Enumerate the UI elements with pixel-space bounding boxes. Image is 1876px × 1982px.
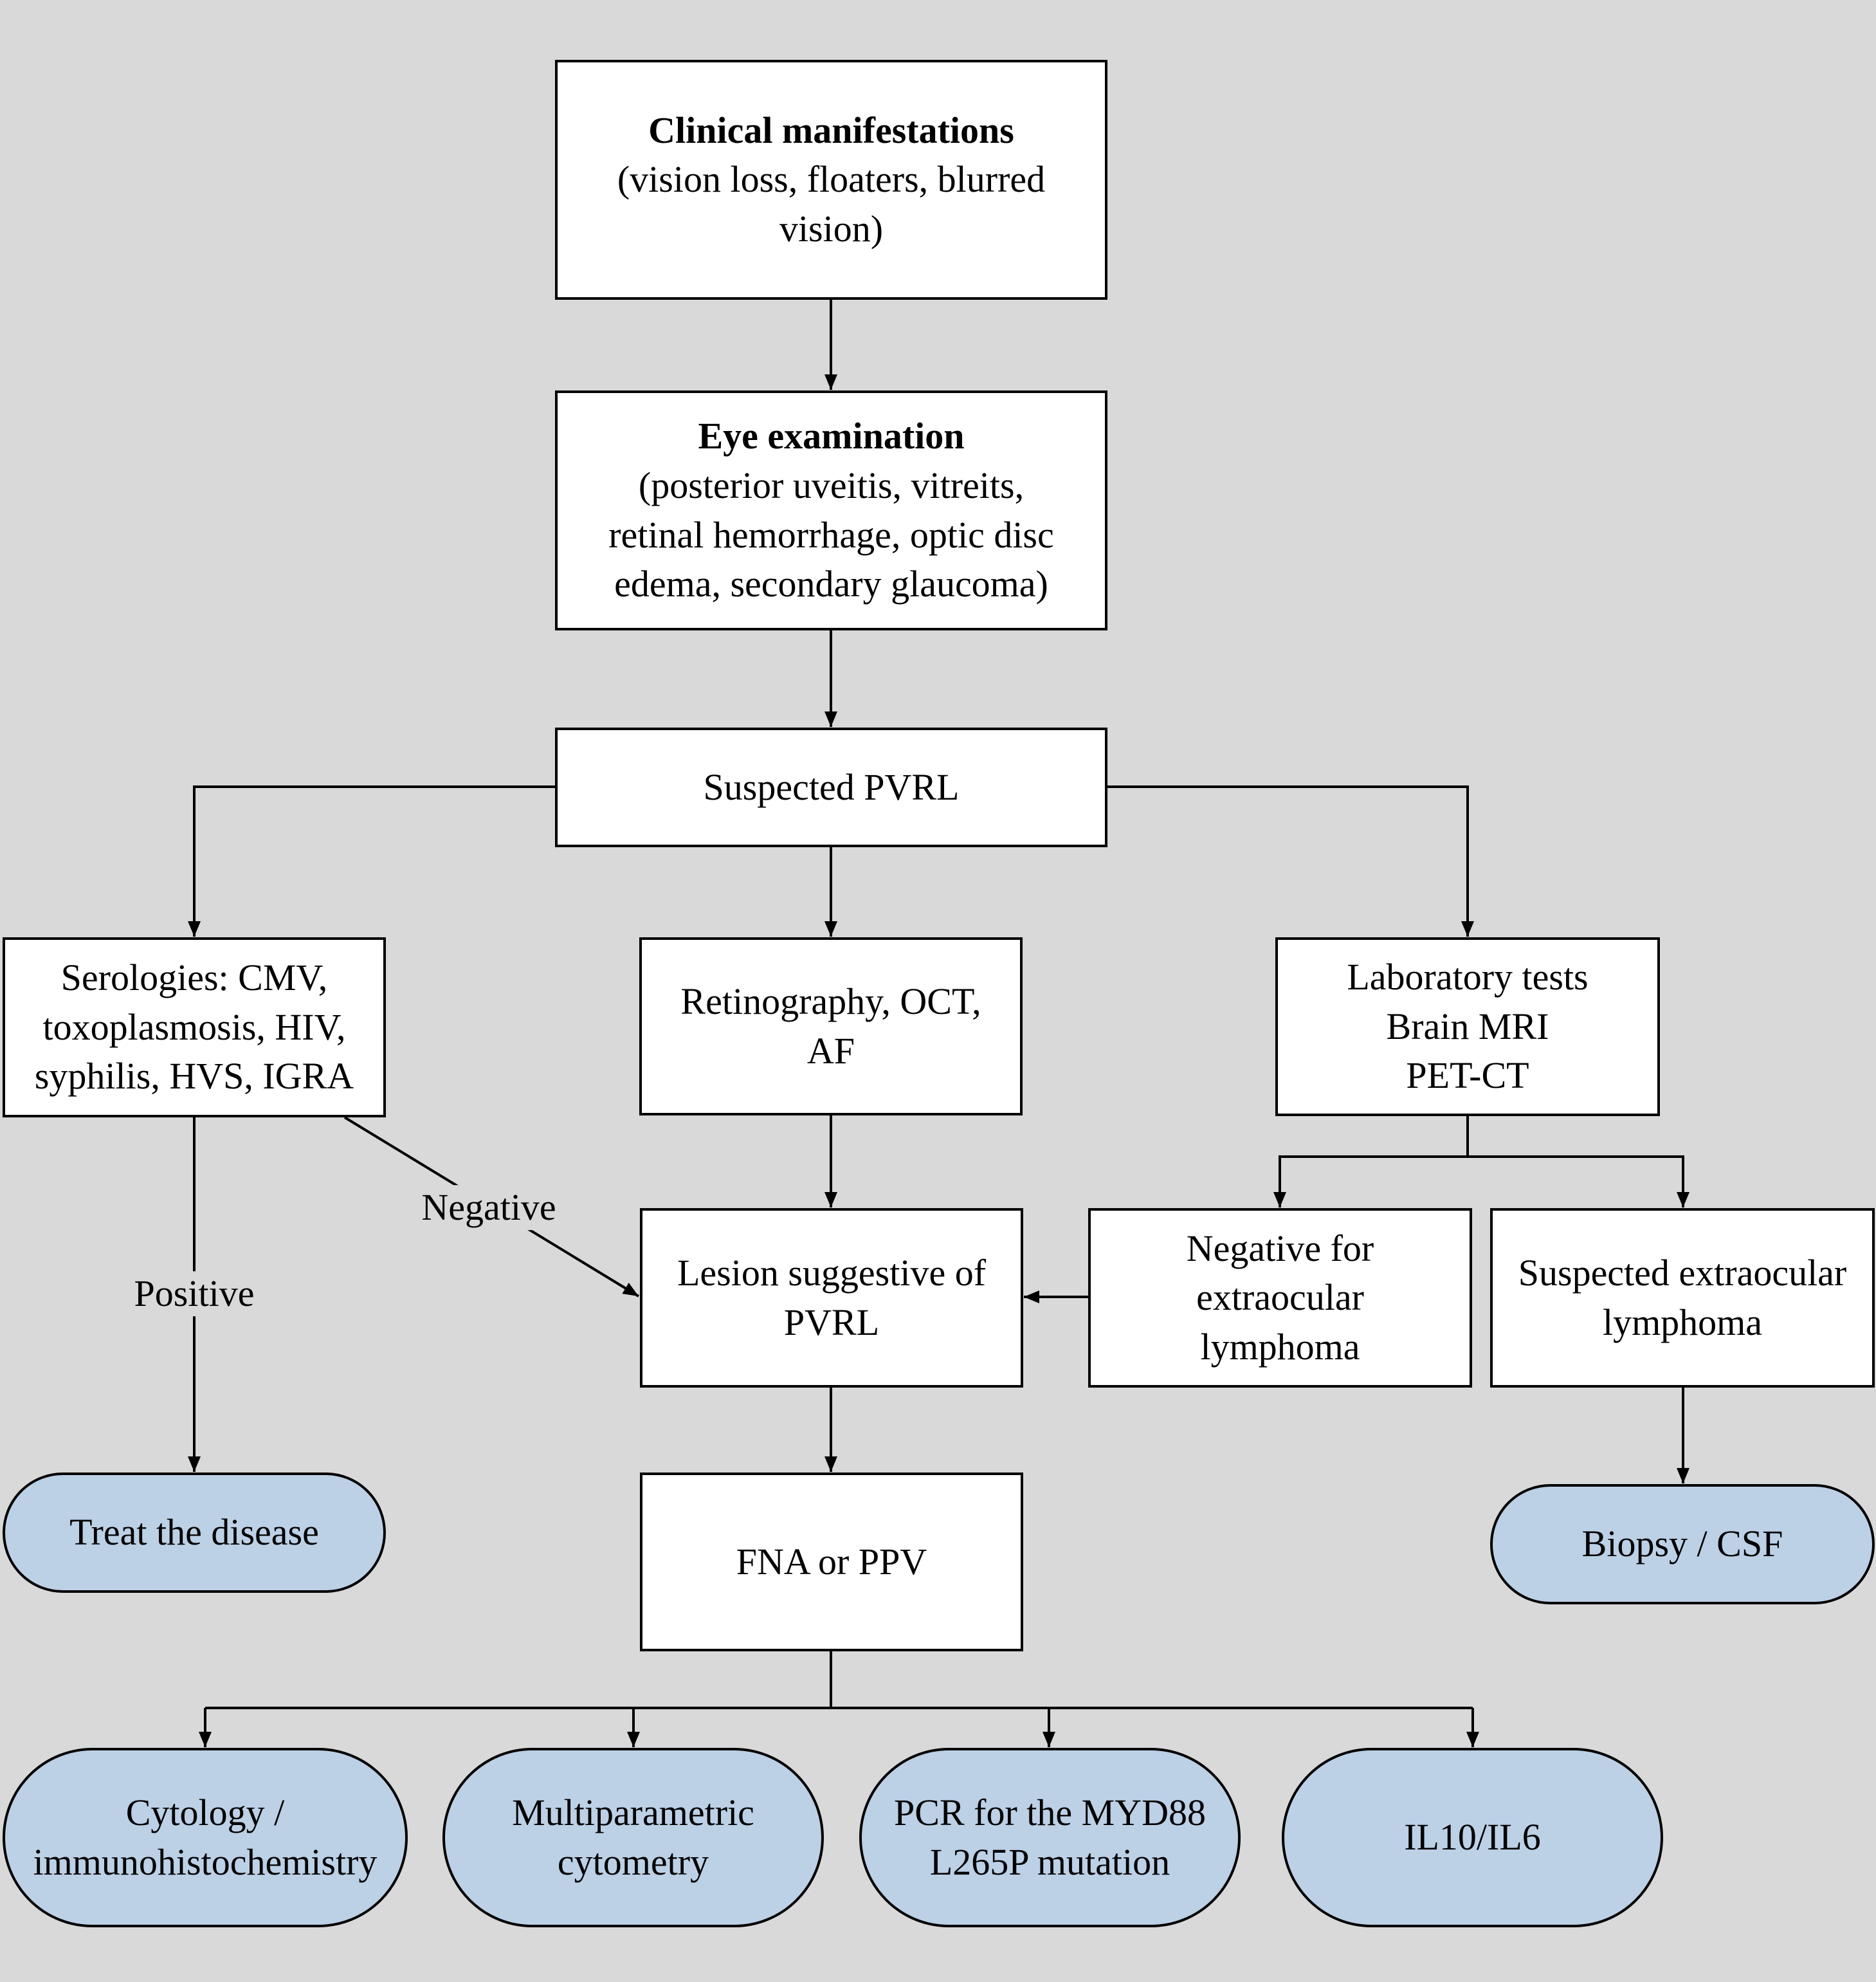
node-cytology: Cytology / immunohistochemistry [3, 1748, 408, 1927]
node-il10-line1: IL10/IL6 [1404, 1816, 1541, 1858]
node-cytometry-line1: Multiparametric [512, 1791, 754, 1833]
node-pcr-line1: PCR for the MYD88 [894, 1791, 1206, 1833]
edge-lab-to-negative [1273, 1116, 1469, 1207]
edge-fna-bus [205, 1651, 1473, 1709]
node-negative-extraocular: Negative for extraocular lymphoma [1088, 1208, 1472, 1388]
edge-lab-to-suspected-extraocular [1468, 1155, 1689, 1207]
node-cytology-line1: Cytology / [125, 1791, 285, 1833]
node-eye-line2: retinal hemorrhage, optic disc [608, 513, 1054, 556]
node-lesion-line2: PVRL [783, 1301, 880, 1343]
node-fna-line1: FNA or PPV [736, 1540, 927, 1583]
node-serologies-line3: syphilis, HVS, IGRA [34, 1055, 354, 1097]
edge-label-negative: Negative [412, 1185, 565, 1230]
node-pcr-myd88: PCR for the MYD88 L265P mutation [859, 1748, 1241, 1927]
node-eye-title: Eye examination [698, 415, 965, 457]
node-pcr-line2: L265P mutation [929, 1840, 1170, 1883]
node-negative-line3: lymphoma [1200, 1325, 1360, 1368]
node-retinography-line1: Retinography, OCT, [680, 980, 981, 1022]
node-suspected-extraocular-line1: Suspected extraocular [1518, 1251, 1847, 1294]
node-suspected-extraocular: Suspected extraocular lymphoma [1490, 1208, 1875, 1388]
node-lesion-suggestive: Lesion suggestive of PVRL [640, 1208, 1023, 1388]
node-serologies: Serologies: CMV, toxoplasmosis, HIV, syp… [3, 937, 386, 1117]
node-treat-line1: Treat the disease [69, 1511, 319, 1554]
node-multiparametric-cytometry: Multiparametric cytometry [442, 1748, 824, 1927]
edge-suspected-to-lab [1107, 785, 1474, 937]
node-suspected-line1: Suspected PVRL [703, 766, 960, 808]
node-lab-line1: Laboratory tests [1347, 956, 1589, 998]
node-laboratory-tests: Laboratory tests Brain MRI PET-CT [1275, 937, 1660, 1116]
node-suspected-extraocular-line2: lymphoma [1602, 1301, 1763, 1343]
node-eye-line3: edema, secondary glaucoma) [614, 563, 1048, 605]
node-cytology-line2: immunohistochemistry [33, 1840, 378, 1883]
node-treat-the-disease: Treat the disease [3, 1473, 386, 1593]
node-biopsy-csf: Biopsy / CSF [1490, 1484, 1875, 1604]
node-clinical-title: Clinical manifestations [648, 109, 1014, 151]
node-negative-line2: extraocular [1196, 1276, 1364, 1319]
node-negative-line1: Negative for [1186, 1227, 1374, 1269]
node-il10-il6: IL10/IL6 [1282, 1748, 1663, 1927]
node-clinical-manifestations: Clinical manifestations (vision loss, fl… [555, 60, 1107, 300]
node-suspected-pvrl: Suspected PVRL [555, 728, 1107, 847]
node-lesion-line1: Lesion suggestive of [677, 1251, 987, 1294]
node-eye-examination: Eye examination (posterior uveitis, vitr… [555, 390, 1107, 630]
node-biopsy-line1: Biopsy / CSF [1581, 1523, 1783, 1565]
edge-suspected-to-serologies [188, 785, 555, 937]
node-eye-line1: (posterior uveitis, vitreits, [638, 464, 1025, 506]
node-clinical-line1: (vision loss, floaters, blurred [617, 158, 1046, 201]
node-lab-line3: PET-CT [1406, 1054, 1529, 1097]
node-cytometry-line2: cytometry [557, 1840, 709, 1883]
node-retinography-line2: AF [806, 1029, 855, 1072]
node-retinography: Retinography, OCT, AF [639, 937, 1023, 1115]
node-clinical-line2: vision) [779, 207, 884, 250]
edge-label-positive: Positive [125, 1271, 264, 1316]
node-serologies-line1: Serologies: CMV, [60, 957, 328, 999]
node-fna-or-ppv: FNA or PPV [640, 1473, 1023, 1651]
node-serologies-line2: toxoplasmosis, HIV, [42, 1005, 346, 1048]
node-lab-line2: Brain MRI [1386, 1005, 1549, 1047]
